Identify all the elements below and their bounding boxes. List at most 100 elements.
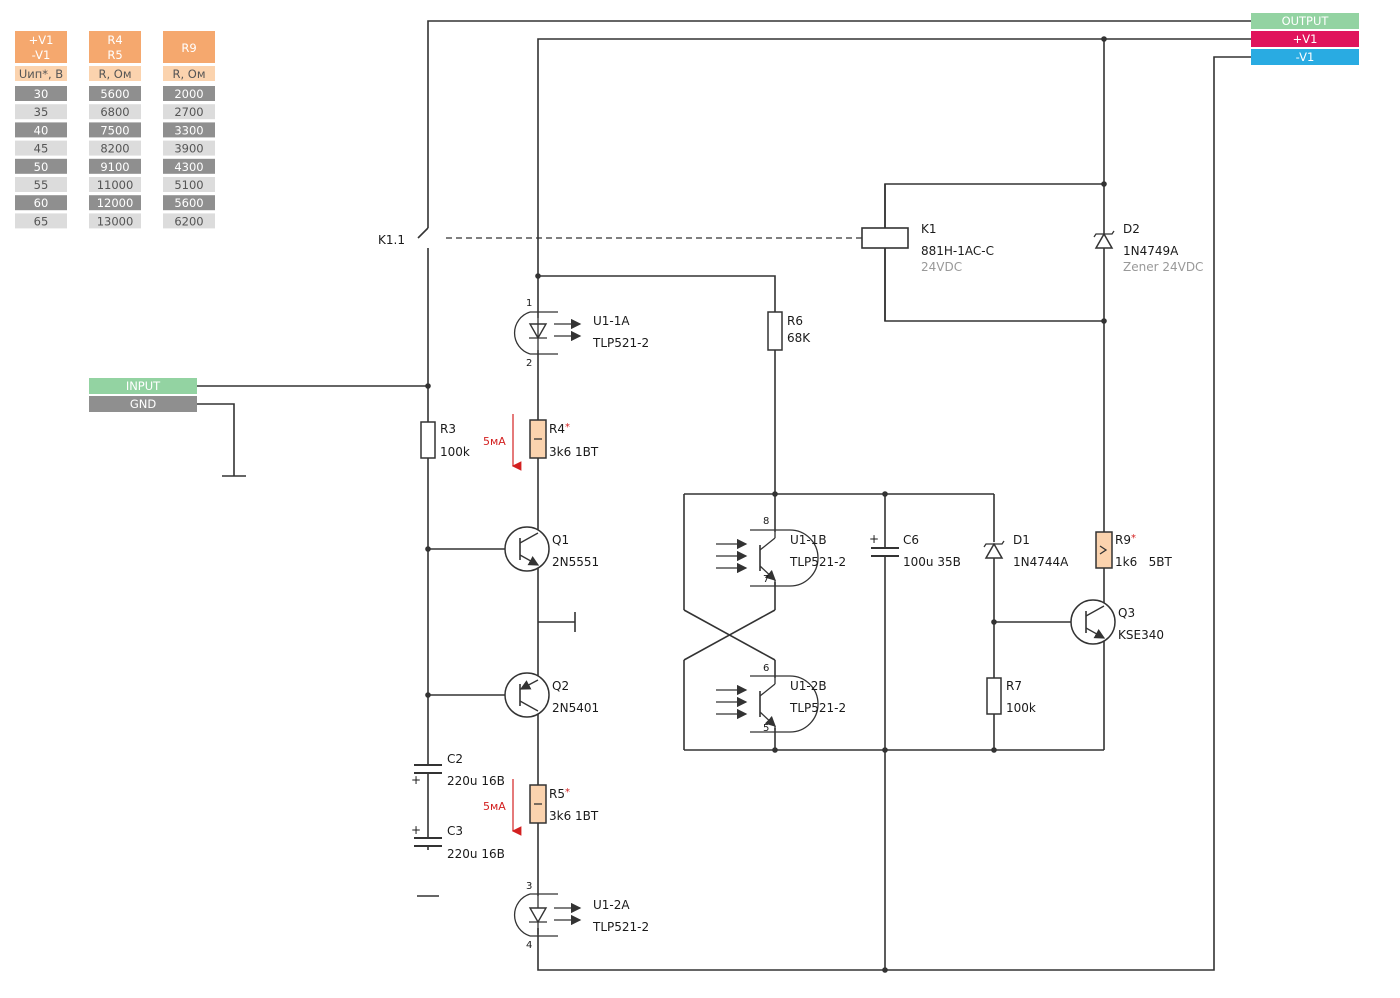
table-sub-col1: Uип*, В bbox=[19, 67, 63, 81]
table-cell-bg bbox=[15, 104, 67, 120]
u2b-pin-top: 6 bbox=[763, 663, 769, 674]
u2b-part: TLP521-2 bbox=[789, 701, 846, 715]
k11-label: K1.1 bbox=[378, 233, 405, 247]
table-cell: 55 bbox=[34, 178, 49, 192]
c6-ref: C6 bbox=[903, 533, 919, 547]
table-cell: 50 bbox=[34, 160, 49, 174]
c3-ref: C3 bbox=[447, 824, 463, 838]
u1b-ref: U1-1B bbox=[790, 533, 827, 547]
table-sub-col3-bg bbox=[163, 66, 215, 81]
port-input-label: INPUT bbox=[126, 379, 161, 393]
port-vminus-label: -V1 bbox=[1296, 50, 1315, 64]
r4-value: 3k6 1BT bbox=[549, 445, 599, 459]
table-cell-bg bbox=[163, 213, 215, 229]
k1-part: 881H-1AC-C bbox=[921, 244, 994, 258]
table-cell-bg bbox=[89, 177, 141, 192]
table-cell-bg bbox=[15, 140, 67, 156]
table-cell: 45 bbox=[34, 142, 49, 156]
table-cell: 5100 bbox=[174, 178, 203, 192]
d1-ref: D1 bbox=[1013, 533, 1030, 547]
table-cell-bg bbox=[163, 122, 215, 138]
wires bbox=[197, 20, 1251, 971]
table-cell: 5600 bbox=[100, 87, 129, 101]
table-header-col1 bbox=[15, 31, 67, 63]
c3-value: 220u 16B bbox=[447, 847, 505, 861]
u1b-pin-bot: 7 bbox=[763, 574, 769, 585]
table-cell-bg bbox=[15, 213, 67, 229]
table-cell: 13000 bbox=[97, 214, 134, 228]
q2-ref: Q2 bbox=[552, 679, 569, 693]
k1-note: 24VDC bbox=[921, 260, 962, 274]
r5-current: 5мА bbox=[483, 800, 506, 813]
q2-part: 2N5401 bbox=[552, 701, 599, 715]
resistor-r3 bbox=[420, 421, 436, 459]
u2b-pin-bot: 5 bbox=[763, 723, 769, 734]
u2a-pin-bot: 4 bbox=[526, 940, 532, 951]
r3-value: 100k bbox=[440, 445, 470, 459]
table-header-col1-line1: +V1 bbox=[29, 33, 54, 47]
table-cell: 35 bbox=[34, 105, 49, 119]
port-vminus: -V1 bbox=[1251, 49, 1359, 65]
zener-d2 bbox=[1093, 230, 1115, 249]
r6-value: 68K bbox=[787, 331, 811, 345]
u1a-part: TLP521-2 bbox=[592, 336, 649, 350]
table-cell: 12000 bbox=[97, 196, 134, 210]
table-cell: 4300 bbox=[174, 160, 203, 174]
r5-ref: R5* bbox=[549, 787, 570, 801]
r7-value: 100k bbox=[1006, 701, 1036, 715]
table-cell-bg bbox=[163, 140, 215, 156]
relay-k1 bbox=[861, 184, 909, 321]
r9-value: 1k6 5BT bbox=[1115, 555, 1173, 569]
r3-ref: R3 bbox=[440, 422, 456, 436]
c6-value: 100u 35B bbox=[903, 555, 961, 569]
table-header-col1-line2: -V1 bbox=[32, 48, 51, 62]
table-cell-bg bbox=[89, 122, 141, 138]
transistor-q2 bbox=[504, 672, 550, 718]
port-gnd: GND bbox=[89, 396, 197, 412]
port-output-label: OUTPUT bbox=[1282, 14, 1330, 28]
table-cell: 2000 bbox=[174, 87, 203, 101]
resistor-r5 bbox=[529, 784, 547, 824]
table-cell-bg bbox=[163, 158, 215, 174]
table-cell: 11000 bbox=[97, 178, 134, 192]
table-cell: 8200 bbox=[100, 142, 129, 156]
d1-part: 1N4744A bbox=[1013, 555, 1069, 569]
q3-ref: Q3 bbox=[1118, 606, 1135, 620]
capacitor-c3 bbox=[414, 837, 442, 847]
resistor-r6 bbox=[767, 311, 783, 351]
junctions bbox=[425, 36, 1107, 973]
c2-plus: + bbox=[411, 773, 421, 787]
d2-note: Zener 24VDC bbox=[1123, 260, 1203, 274]
table-cell: 60 bbox=[34, 196, 49, 210]
table-cell: 5600 bbox=[174, 196, 203, 210]
resistor-r9 bbox=[1095, 531, 1113, 569]
table-cell: 3900 bbox=[174, 142, 203, 156]
table-header-col2-line1: R4 bbox=[107, 33, 122, 47]
table-cell-bg bbox=[89, 104, 141, 120]
table-cell-bg bbox=[15, 122, 67, 138]
table-cell-bg bbox=[89, 213, 141, 229]
table-cell: 7500 bbox=[100, 123, 129, 137]
optocoupler-u1-2b bbox=[716, 675, 819, 733]
table-cell-bg bbox=[163, 177, 215, 192]
table-sub-col1-bg bbox=[15, 66, 67, 81]
table-sub-col3: R, Ом bbox=[172, 67, 205, 81]
u1b-part: TLP521-2 bbox=[789, 555, 846, 569]
q1-part: 2N5551 bbox=[552, 555, 599, 569]
c2-ref: C2 bbox=[447, 752, 463, 766]
table-cell-bg bbox=[15, 195, 67, 211]
table-cell: 2700 bbox=[174, 105, 203, 119]
c6-plus: + bbox=[869, 532, 879, 546]
r4-current: 5мА bbox=[483, 435, 506, 448]
zener-d1 bbox=[983, 540, 1005, 559]
port-output: OUTPUT bbox=[1251, 13, 1359, 29]
k1-ref: K1 bbox=[921, 222, 937, 236]
u2a-ref: U1-2A bbox=[593, 898, 630, 912]
q3-part: KSE340 bbox=[1118, 628, 1164, 642]
table-cell: 6800 bbox=[100, 105, 129, 119]
port-vplus-label: +V1 bbox=[1293, 32, 1318, 46]
port-gnd-label: GND bbox=[130, 397, 157, 411]
transistor-q3 bbox=[1070, 599, 1116, 645]
c2-value: 220u 16B bbox=[447, 774, 505, 788]
